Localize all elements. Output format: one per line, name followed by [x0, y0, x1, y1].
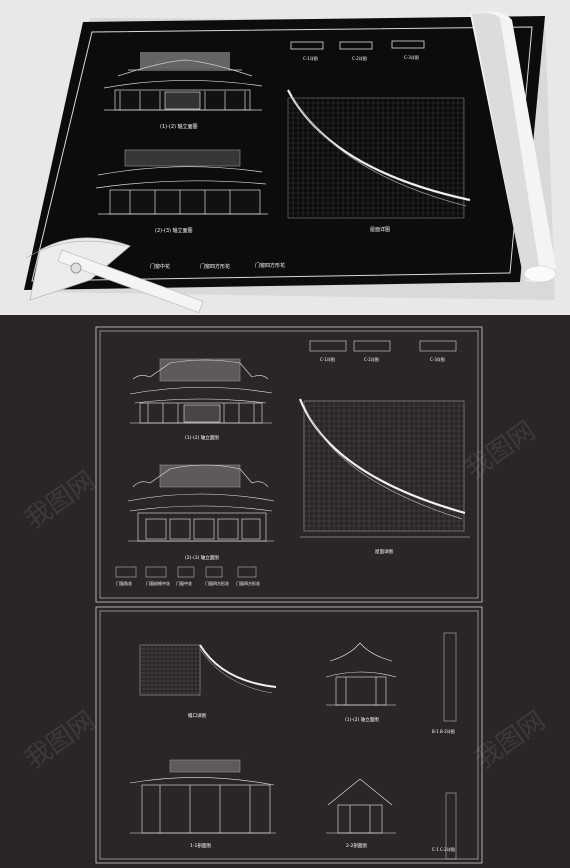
protractor-icon	[25, 237, 204, 314]
sheet2-section1-caption: 1-1剖面图	[190, 842, 211, 849]
sheet1-roof-caption: 屋面详图	[375, 548, 393, 555]
top-legend: 门窗中花 门窗四方形花 门窗四方形花	[150, 262, 285, 270]
sheets-svg: (1)-(2) 轴立面图 (2)-(3) 轴立面图 门窗角花 门窗棂格中花 门窗…	[95, 326, 483, 864]
svg-text:门窗中花: 门窗中花	[150, 263, 170, 270]
sheet2-eave-grid	[139, 644, 201, 696]
drawing-sheets: (1)-(2) 轴立面图 (2)-(3) 轴立面图 门窗角花 门窗棂格中花 门窗…	[0, 315, 570, 868]
svg-text:门窗角花: 门窗角花	[116, 580, 132, 586]
top-view1-caption: (1)-(2) 轴立面图	[160, 123, 198, 130]
svg-text:门窗棂格中花: 门窗棂格中花	[146, 580, 170, 586]
svg-text:门窗四方形花: 门窗四方形花	[200, 263, 230, 270]
sheet1-elevation-1	[129, 358, 273, 424]
sheet2-column-details	[443, 632, 457, 860]
sheet2-eave-caption: 檐口详图	[188, 712, 206, 719]
sheet1-detail-c1: C-1详图	[320, 356, 335, 362]
mockup-photo: C-1详图 C-2详图 C-3详图 (1)-(2) 轴立面图 (2)-(3) 轴…	[0, 0, 570, 315]
top-detail-label-3: C-3详图	[404, 54, 419, 60]
sheet2-pavilion	[325, 642, 397, 706]
sheet1-view2-caption: (2)-(3) 轴立面图	[185, 554, 219, 561]
top-detail-label-1: C-1详图	[303, 55, 318, 61]
svg-text:门窗四方形花: 门窗四方形花	[255, 262, 285, 269]
sheet2-section-1	[129, 759, 276, 834]
sheet2-pavilion-caption: (1)-(2) 轴立面图	[345, 716, 379, 723]
sheet2-side-label-1: B-1 B-2详图	[432, 728, 455, 734]
sheet2-frame	[95, 606, 483, 864]
top-detail-label-2: C-2详图	[352, 55, 367, 61]
sheet1-legend: 门窗角花 门窗棂格中花 门窗中花 门窗四方形花 门窗四方形花	[115, 566, 260, 586]
sheet2-side-label-2: C-1 C-2详图	[432, 846, 455, 852]
top-view2-caption: (2)-(3) 轴立面图	[155, 227, 193, 234]
sheet2-section-2	[326, 778, 396, 834]
svg-text:门窗四方形花: 门窗四方形花	[236, 580, 260, 586]
svg-text:门窗四方形花: 门窗四方形花	[205, 580, 229, 586]
sheet2-section2-caption: 2-2剖面图	[346, 842, 367, 849]
mockup-svg: C-1详图 C-2详图 C-3详图 (1)-(2) 轴立面图 (2)-(3) 轴…	[0, 0, 570, 315]
sheet1-frame	[95, 326, 483, 603]
sheet1-detail-c2: C-2详图	[364, 356, 379, 362]
black-sheet	[24, 16, 545, 290]
sheet1-view1-caption: (1)-(2) 轴立面图	[185, 434, 219, 441]
sheet1-detail-c3: C-3详图	[430, 356, 445, 362]
svg-text:门窗中花: 门窗中花	[176, 580, 192, 586]
top-roof-caption: 屋面详图	[370, 226, 390, 233]
sheet1-elevation-2	[127, 464, 275, 542]
